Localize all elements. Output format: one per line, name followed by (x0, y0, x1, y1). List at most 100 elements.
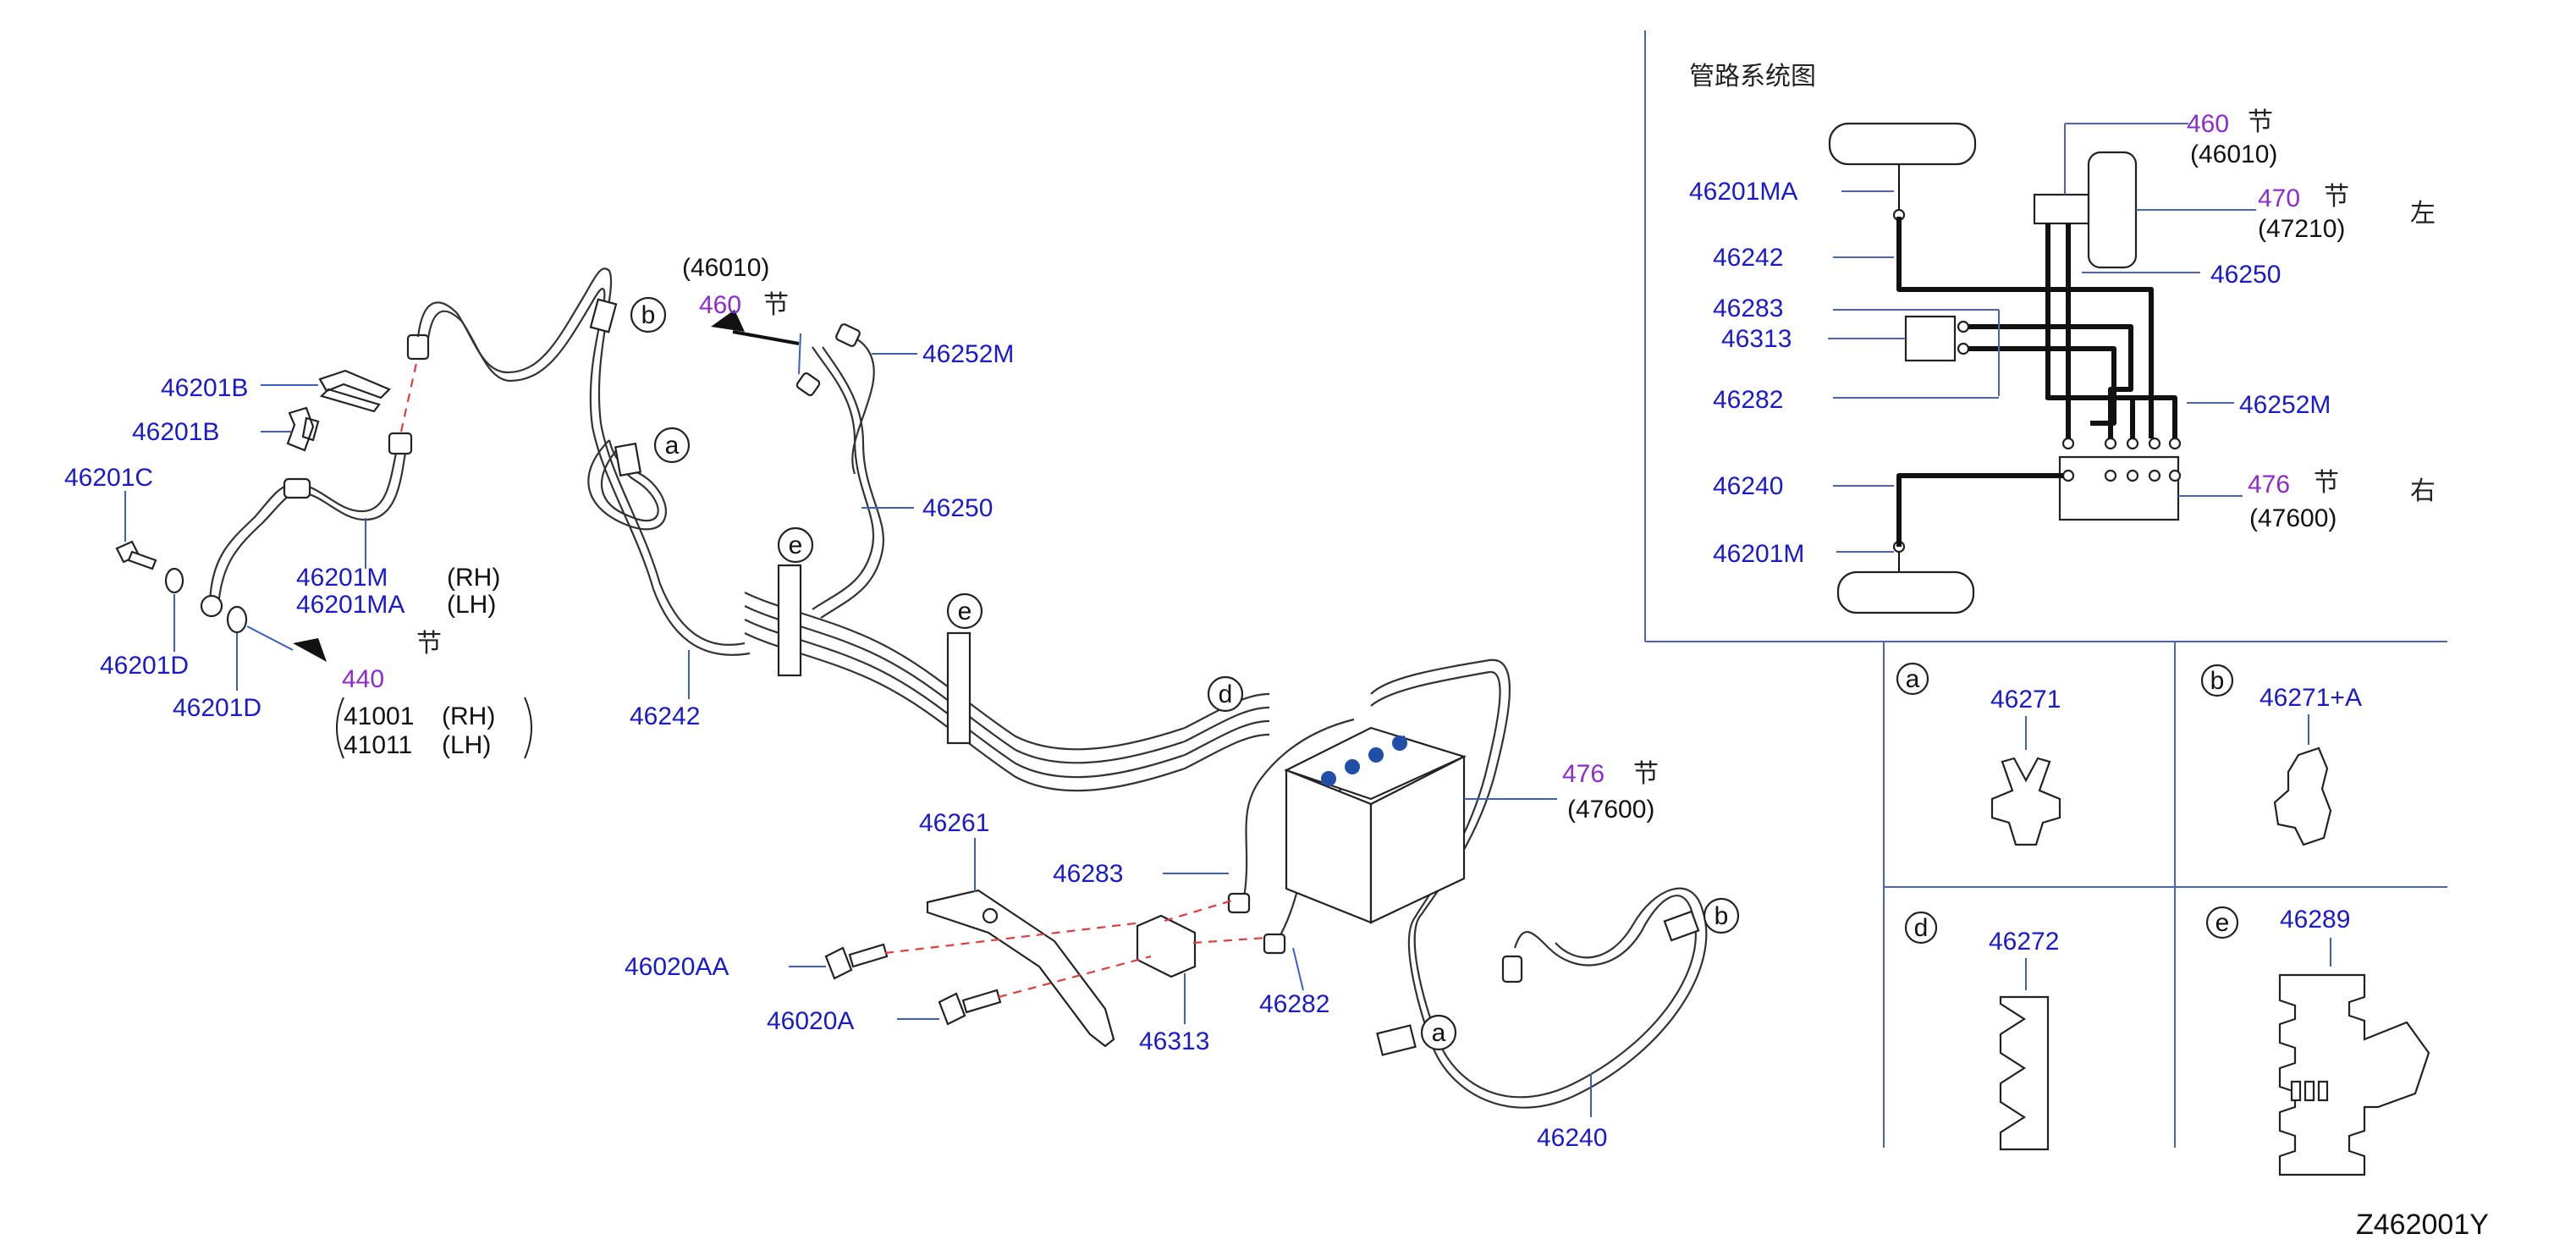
schematic-label-46242: 46242 (1713, 244, 1783, 272)
label-46201ma: 46201MA (296, 591, 405, 619)
tube-46250-inner (820, 346, 885, 619)
label-46020a: 46020A (767, 1007, 854, 1035)
clip-tag-b-lower (1663, 910, 1700, 942)
label-46020aa: 46020AA (625, 953, 729, 981)
leader-460-top (798, 333, 801, 375)
bolt-46201c (115, 540, 157, 570)
callout-e-right (946, 592, 983, 630)
schematic-master-cylinder (2033, 193, 2090, 225)
label-41001: 41001 (344, 702, 414, 730)
dash-hose-to-fitting (399, 355, 420, 432)
schematic-label-476: 476 (2248, 471, 2290, 499)
abs-actuator-476 (1284, 726, 1557, 924)
clip-d-callout (1904, 911, 1938, 945)
label-46261: 46261 (919, 809, 989, 837)
fitting-46252m-upper (835, 323, 861, 347)
hose-banjo-eye (200, 594, 223, 618)
schematic-booster (2087, 151, 2138, 269)
schematic-abs-port-top2 (2104, 437, 2117, 450)
schematic-abs-port-top4 (2148, 437, 2161, 450)
schematic-abs-476 (2058, 455, 2180, 521)
label-46201c: 46201C (64, 464, 153, 492)
abs-port-1 (1321, 771, 1336, 786)
clip-a-letter: a (1906, 665, 1920, 693)
brake-tube-assembly (416, 267, 1708, 1109)
callouts: b a e e d a b (630, 296, 1740, 1051)
schematic-label-46283: 46283 (1713, 295, 1783, 322)
label-46201m: 46201M (296, 564, 388, 592)
fitting-46240-end (1501, 955, 1523, 983)
junction-block-46313 (1136, 914, 1197, 978)
fitting-46282 (1263, 933, 1286, 955)
abs-port-2 (1345, 759, 1360, 774)
bracket-hole (982, 907, 999, 924)
clip-b-callout (2200, 664, 2234, 697)
washer-46201d-right (226, 605, 248, 634)
schematic-abs-port-top1 (2061, 437, 2075, 450)
schematic-label-46252m: 46252M (2239, 391, 2331, 419)
bracket-right (524, 697, 532, 759)
label-46240: 46240 (1537, 1124, 1607, 1152)
schematic-pipe-46252m (2045, 395, 2177, 438)
label-section-460-top: 460 (699, 291, 741, 319)
clip-a-callout (1896, 662, 1929, 696)
washer-46201d-left (164, 567, 184, 594)
clip-a-part: 46271 (1990, 686, 2061, 713)
tube-bundle-4 (744, 632, 1270, 792)
clip-46289-slot-3 (2317, 1080, 2329, 1102)
schematic-junction-port-1 (1957, 320, 1970, 333)
schematic-front-wheel (1828, 122, 1977, 166)
front-hose-group (115, 333, 532, 759)
clip-tag-e-right (946, 631, 972, 745)
tube-to-abs-right (1370, 658, 1697, 1099)
schematic-abs-port-top5 (2168, 437, 2182, 450)
label-rh-caliper: (RH) (442, 702, 495, 730)
callout-d (1207, 675, 1244, 713)
schematic-label-46282: 46282 (1713, 386, 1783, 414)
callout-a-upper (653, 427, 691, 464)
hose-fitting-mid (283, 477, 311, 499)
tube-loop-a-inner (600, 448, 659, 522)
schematic-pipe-46282 (1968, 346, 2116, 426)
bracket-left (336, 697, 344, 759)
callout-a-lower (1420, 1014, 1457, 1051)
label-lh-hose: (LH) (447, 591, 496, 619)
clip-46272-shape (1999, 995, 2050, 1151)
clip-46289-slot-1 (2290, 1080, 2302, 1102)
callout-b-upper (630, 296, 667, 333)
abs-port-4 (1392, 735, 1407, 751)
callout-b-lower (1703, 897, 1740, 934)
clip-46289-shape (2278, 973, 2430, 1176)
schematic-label-46201m: 46201M (1713, 540, 1804, 568)
clip-46271a-shape (2273, 746, 2332, 846)
clip-d-part: 46272 (1989, 928, 2059, 956)
tube-46242-inner (427, 288, 751, 656)
bracket-46261 (926, 889, 1115, 1048)
label-41011: 41011 (344, 731, 412, 759)
clip-b-letter: b (2210, 667, 2225, 695)
clip-d-letter: d (1914, 914, 1929, 942)
label-46201b-upper: 46201B (161, 374, 248, 402)
hose-fitting-lower (388, 432, 413, 455)
tube-46252m (845, 333, 875, 475)
schematic-pipe-46240 (1896, 473, 2063, 547)
clip-46289-slot-2 (2304, 1080, 2315, 1102)
pipe-fitting-46242-end (406, 333, 430, 361)
schematic-side-left: 左 (2410, 199, 2436, 229)
schematic-title: 管路系统图 (1689, 62, 1816, 91)
tube-bundle-3 (744, 619, 1270, 779)
arrow-to-460 (711, 310, 745, 332)
schematic-abs-port-b (2104, 469, 2117, 482)
clip-tag-a-upper (614, 442, 642, 477)
label-46283: 46283 (1053, 860, 1123, 888)
schematic-label-470: 470 (2258, 185, 2300, 212)
clip-46201b-lower (286, 406, 320, 452)
schematic-abs-port-e (2168, 469, 2182, 482)
schematic-abs-port-top3 (2126, 437, 2139, 450)
arrow-460-shaft (732, 330, 800, 345)
schematic-junction-46313 (1904, 315, 1957, 362)
fitting-46283 (1227, 892, 1251, 914)
label-lh-caliper: (LH) (442, 731, 491, 759)
arrow-to-caliper-440 (293, 638, 327, 662)
